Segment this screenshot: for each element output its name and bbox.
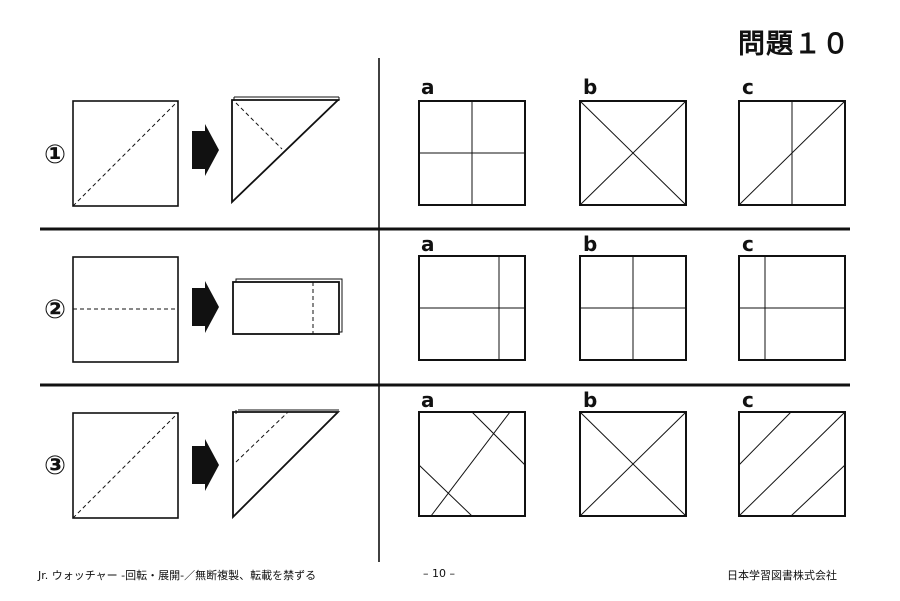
footer-page-number: – 10 – [423,567,455,580]
option-2b-figure [579,255,687,361]
row-number-1: ① [43,140,66,170]
question-1-arrow-icon [192,124,219,176]
option-1a-figure [418,100,526,206]
option-1b-figure [579,100,687,206]
question-3-folded-paper [232,409,341,520]
question-3-arrow-icon [192,439,219,491]
option-label-3a[interactable]: a [421,388,435,412]
option-1c-figure [738,100,846,206]
question-2-folded-paper [232,278,343,335]
option-label-3c[interactable]: c [742,388,754,412]
question-3-paper [72,412,179,519]
option-label-1c[interactable]: c [742,75,754,99]
footer-copyright: Jr. ウォッチャー -回転・展開-／無断複製、転載を禁ずる [38,569,317,582]
page-title: 問題１０ [738,29,850,60]
question-1-folded-paper [231,96,341,205]
question-2-arrow-icon [192,281,219,333]
option-2c-figure [738,255,846,361]
footer-publisher: 日本学習図書株式会社 [727,569,837,582]
row-number-2: ② [43,295,66,325]
option-label-3b[interactable]: b [583,388,598,412]
question-2-paper [72,256,179,363]
option-3c-figure [738,411,846,517]
question-1-paper [72,100,179,207]
option-label-1b[interactable]: b [583,75,598,99]
row-number-3: ③ [43,451,66,481]
option-3b-figure [579,411,687,517]
option-3a-figure [418,411,526,517]
option-label-2b[interactable]: b [583,232,598,256]
option-2a-figure [418,255,526,361]
option-label-2a[interactable]: a [421,232,435,256]
option-label-1a[interactable]: a [421,75,435,99]
option-label-2c[interactable]: c [742,232,754,256]
